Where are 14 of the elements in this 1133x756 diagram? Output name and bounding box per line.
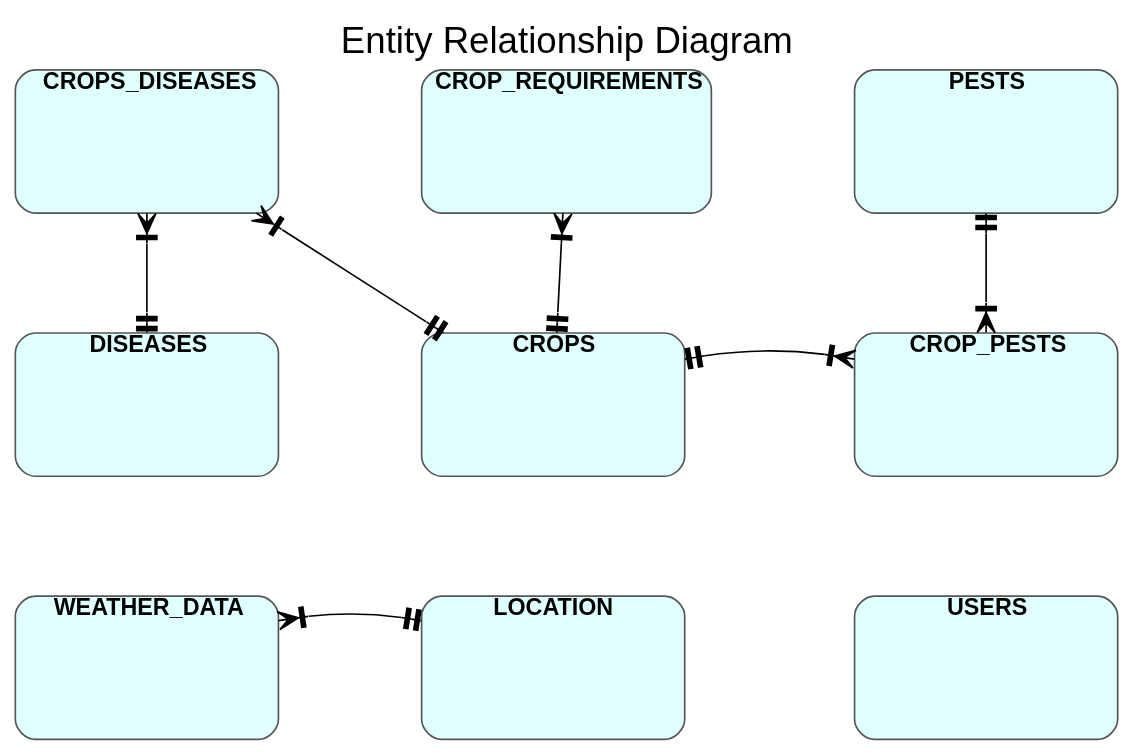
connector	[684, 344, 857, 370]
connector	[546, 212, 573, 334]
node-box: USERS	[853, 595, 1119, 741]
node-box: CROPS_DISEASES	[14, 69, 280, 214]
node-box: DISEASES	[14, 332, 280, 478]
diagram-title: Entity Relationship Diagram	[340, 19, 793, 61]
node-box: CROPS	[420, 332, 686, 478]
node-box: CROP_REQUIREMENTS	[420, 69, 713, 214]
node-box: CROP_PESTS	[853, 332, 1119, 478]
node-box: PESTS	[853, 69, 1119, 214]
node-box: LOCATION	[420, 595, 686, 741]
connector	[250, 204, 449, 342]
node-box: WEATHER_DATA	[14, 595, 280, 741]
connector	[276, 606, 423, 632]
